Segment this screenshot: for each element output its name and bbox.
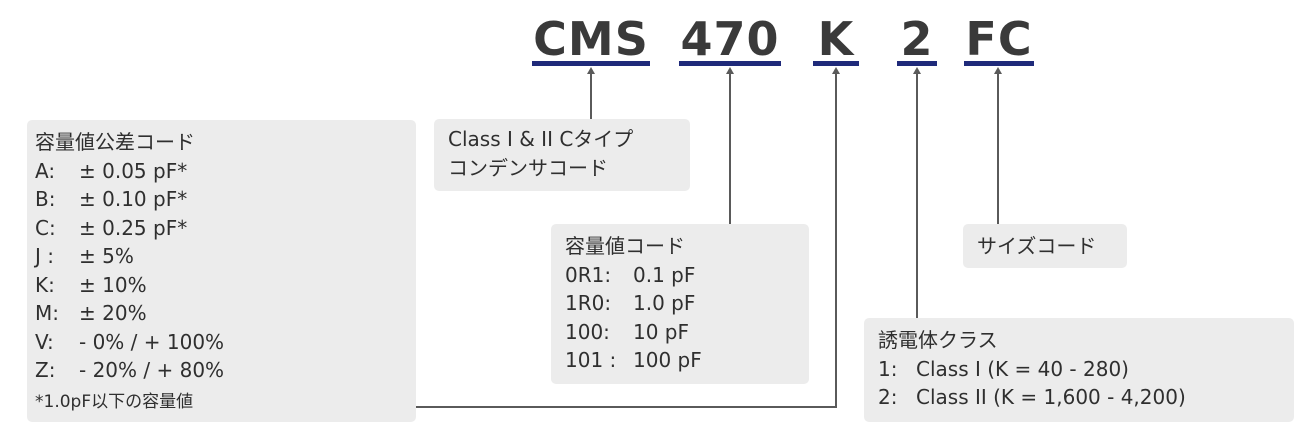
tolerance-item-value: ± 10% bbox=[79, 272, 147, 297]
segment-type: CMS bbox=[533, 12, 649, 66]
capacitance-item-code: 101 : bbox=[565, 348, 617, 372]
dielectric-item-code: 2: bbox=[878, 385, 898, 409]
arrow-capacitance bbox=[726, 67, 734, 74]
capacitance-code-box: 容量値コード 0R1: 0.1 pF 1R0: 1.0 pF 100: 10 pF 1… bbox=[551, 224, 809, 384]
capacitance-item: 0R1: 0.1 pF bbox=[565, 261, 809, 290]
capacitance-item-code: 0R1: bbox=[565, 262, 612, 287]
tolerance-item: A: ± 0.05 pF* bbox=[35, 157, 416, 186]
arrow-tolerance bbox=[832, 67, 840, 74]
tolerance-item: C: ± 0.25 pF* bbox=[35, 214, 416, 243]
connector-tolerance-horizontal bbox=[416, 406, 837, 408]
dielectric-item: 1: Class I (K = 40 - 280) bbox=[878, 355, 1294, 384]
segment-dielectric: 2 bbox=[900, 12, 934, 66]
tolerance-item-code: V: bbox=[35, 329, 54, 354]
dielectric-class-box: 誘電体クラス 1: Class I (K = 40 - 280) 2: Class … bbox=[864, 318, 1294, 422]
arrow-size bbox=[994, 67, 1002, 74]
connector-dielectric bbox=[916, 72, 918, 318]
dielectric-item: 2: Class II (K = 1,600 - 4,200) bbox=[878, 383, 1294, 412]
arrow-dielectric bbox=[913, 67, 921, 74]
tolerance-item: Z: - 20% / + 80% bbox=[35, 356, 416, 385]
tolerance-footnote: *1.0pF以下の容量値 bbox=[35, 391, 194, 412]
segment-tolerance-underline bbox=[813, 61, 859, 66]
tolerance-item-code: C: bbox=[35, 215, 56, 240]
capacitance-item: 101 : 100 pF bbox=[565, 346, 809, 375]
tolerance-item: V: - 0% / + 100% bbox=[35, 328, 416, 357]
tolerance-item-value: ± 5% bbox=[79, 244, 134, 268]
dielectric-item-code: 1: bbox=[878, 356, 898, 381]
connector-type bbox=[590, 72, 592, 120]
tolerance-item: M: ± 20% bbox=[35, 299, 416, 328]
connector-capacitance bbox=[729, 72, 731, 224]
segment-size: FC bbox=[965, 12, 1033, 66]
tolerance-item-code: J : bbox=[35, 244, 54, 268]
capacitance-item-code: 100: bbox=[565, 319, 610, 344]
capacitance-item-value: 1.0 pF bbox=[633, 291, 696, 315]
tolerance-item-value: ± 0.25 pF* bbox=[79, 215, 188, 240]
segment-capacitance: 470 bbox=[680, 12, 780, 66]
tolerance-item-value: ± 0.05 pF* bbox=[79, 158, 188, 183]
segment-tolerance: K bbox=[817, 12, 855, 66]
capacitance-item-value: 100 pF bbox=[633, 348, 702, 372]
tolerance-item-code: K: bbox=[35, 272, 55, 297]
segment-type-underline bbox=[532, 61, 650, 66]
type-box-line2: コンデンサコード bbox=[448, 155, 608, 180]
capacitance-item-value: 10 pF bbox=[633, 319, 690, 344]
tolerance-item-value: - 0% / + 100% bbox=[79, 329, 225, 354]
connector-size bbox=[997, 72, 999, 224]
tolerance-item-value: ± 20% bbox=[79, 301, 147, 325]
tolerance-item-code: M: bbox=[35, 301, 59, 325]
capacitance-item-code: 1R0: bbox=[565, 291, 612, 315]
tolerance-item-value: - 20% / + 80% bbox=[79, 358, 225, 382]
capacitance-item-value: 0.1 pF bbox=[633, 262, 696, 287]
tolerance-item: J : ± 5% bbox=[35, 242, 416, 271]
connector-tolerance-vertical bbox=[835, 72, 837, 408]
size-code-box: サイズコード bbox=[963, 224, 1127, 268]
type-code-box: Class I & II Cタイプ コンデンサコード bbox=[434, 119, 690, 191]
tolerance-item-code: Z: bbox=[35, 358, 56, 382]
arrow-type bbox=[587, 67, 595, 74]
type-box-line1: Class I & II Cタイプ bbox=[448, 127, 634, 151]
size-box-title: サイズコード bbox=[977, 234, 1097, 258]
tolerance-item-value: ± 0.10 pF* bbox=[79, 187, 188, 211]
tolerance-item: B: ± 0.10 pF* bbox=[35, 185, 416, 214]
capacitance-item: 1R0: 1.0 pF bbox=[565, 289, 809, 318]
tolerance-code-box: 容量値公差コード A: ± 0.05 pF* B: ± 0.10 pF* C: ± 0… bbox=[27, 120, 416, 422]
capacitance-box-title: 容量値コード bbox=[565, 234, 685, 258]
segment-size-underline bbox=[964, 61, 1034, 66]
capacitance-item: 100: 10 pF bbox=[565, 318, 809, 347]
dielectric-item-value: Class II (K = 1,600 - 4,200) bbox=[916, 385, 1186, 409]
segment-capacitance-underline bbox=[679, 61, 781, 66]
tolerance-box-title: 容量値公差コード bbox=[35, 130, 195, 154]
segment-dielectric-underline bbox=[897, 61, 937, 66]
dielectric-item-value: Class I (K = 40 - 280) bbox=[916, 356, 1129, 381]
tolerance-item: K: ± 10% bbox=[35, 271, 416, 300]
tolerance-item-code: B: bbox=[35, 187, 56, 211]
tolerance-item-code: A: bbox=[35, 158, 56, 183]
dielectric-box-title: 誘電体クラス bbox=[878, 328, 998, 352]
